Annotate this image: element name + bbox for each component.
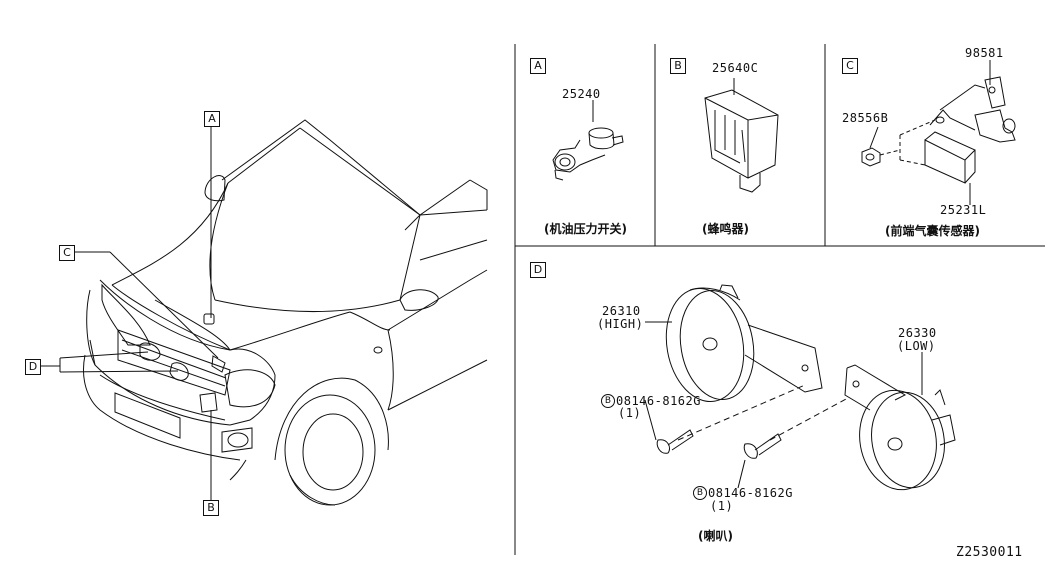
bolt-quantity-2: (1): [710, 499, 734, 513]
bolt-symbol-1: B: [601, 394, 615, 408]
airbag-sensor-caption: (前端气囊传感器): [885, 224, 980, 238]
callout-c-car: C: [59, 245, 75, 261]
nut-part-number: 28556B: [842, 111, 889, 125]
oil-pressure-switch-caption: (机油压力开关): [544, 222, 627, 236]
horn-high-part-number: 26310: [602, 304, 641, 318]
horn-low-label: (LOW): [897, 339, 936, 353]
bolt-quantity-1: (1): [618, 406, 642, 420]
bracket-part-number: 98581: [965, 46, 1004, 60]
buzzer-drawing: [704, 78, 779, 193]
horn-high-drawing: [645, 284, 823, 403]
bolt-symbol-2: B: [693, 486, 707, 500]
panel-c-tag: C: [842, 58, 858, 74]
buzzer-caption: (蜂鸣器): [702, 222, 749, 236]
vehicle-illustration: [83, 119, 488, 506]
bolt-part-number-2: 08146-8162G: [708, 486, 793, 500]
callout-d-car: D: [25, 359, 41, 375]
airbag-sensor-drawing: [861, 60, 1016, 205]
horn-bolts-drawing: [644, 384, 849, 489]
bolt-part-number-1: 08146-8162G: [616, 394, 701, 408]
callout-b-car: B: [203, 500, 219, 516]
horn-low-part-number: 26330: [898, 326, 937, 340]
horn-high-label: (HIGH): [597, 317, 644, 331]
oil-pressure-switch-drawing: [552, 100, 624, 181]
oil-pressure-switch-part-number: 25240: [562, 87, 601, 101]
panel-b-tag: B: [670, 58, 686, 74]
car-callout-leaders: [40, 126, 219, 500]
panel-a-tag: A: [530, 58, 546, 74]
buzzer-part-number: 25640C: [712, 61, 759, 75]
diagram-code: Z2530011: [956, 545, 1023, 560]
panel-d-tag: D: [530, 262, 546, 278]
airbag-sensor-part-number: 25231L: [940, 203, 987, 217]
callout-a-car: A: [204, 111, 220, 127]
panel-frames: [514, 44, 1045, 555]
horn-caption: (喇叭): [698, 529, 733, 543]
horn-low-drawing: [844, 352, 956, 491]
